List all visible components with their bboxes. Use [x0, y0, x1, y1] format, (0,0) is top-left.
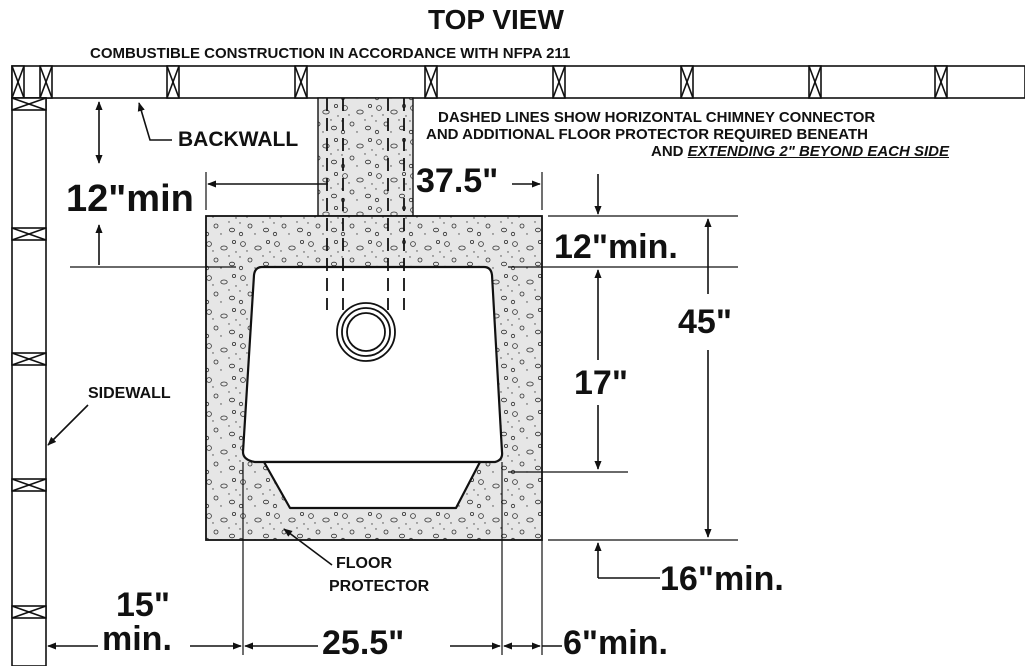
flue-collar — [336, 302, 396, 362]
dim-front-extension: 16"min. — [660, 560, 784, 598]
diagram-subtitle: COMBUSTIBLE CONSTRUCTION IN ACCORDANCE W… — [90, 45, 571, 62]
sidewall-framing — [11, 97, 47, 666]
dim-protector-front-back: 12"min. — [554, 228, 678, 266]
note-line-2: AND ADDITIONAL FLOOR PROTECTOR REQUIRED … — [426, 126, 868, 143]
dim-stove-width: 25.5" — [322, 624, 405, 662]
dim-protector-depth: 45" — [678, 303, 732, 341]
dim-backwall-clearance: 12"min — [66, 178, 194, 220]
backwall-framing — [11, 65, 1025, 99]
connector-floor-protector — [317, 97, 414, 217]
leader-lines — [47, 102, 333, 566]
stove-outline — [241, 265, 504, 510]
extension-lines — [70, 172, 738, 655]
note-line-3-emphasis: EXTENDING 2" BEYOND EACH SIDE — [687, 143, 949, 160]
sidewall-studs — [11, 97, 47, 619]
floor-protector-label-line-1: FLOOR — [336, 555, 392, 572]
connector-dashed-lines — [326, 98, 405, 310]
backwall-studs — [11, 65, 948, 99]
note-line-3-prefix: AND — [651, 143, 684, 160]
dimension-lines — [47, 101, 712, 650]
diagram-title: TOP VIEW — [428, 4, 564, 35]
note-line-3: AND EXTENDING 2" BEYOND EACH SIDE — [651, 144, 949, 159]
dim-sidewall-clearance-line-2: min. — [102, 620, 172, 658]
sidewall-label: SIDEWALL — [88, 385, 171, 402]
note-line-1: DASHED LINES SHOW HORIZONTAL CHIMNEY CON… — [438, 109, 876, 126]
dim-side-extension: 6"min. — [563, 624, 668, 662]
dim-protector-width: 37.5" — [416, 162, 499, 200]
dim-sidewall-clearance-line-1: 15" — [116, 586, 170, 624]
dim-stove-depth: 17" — [574, 364, 628, 402]
backwall-label: BACKWALL — [178, 128, 299, 151]
floor-protector-label-line-2: PROTECTOR — [329, 578, 430, 595]
